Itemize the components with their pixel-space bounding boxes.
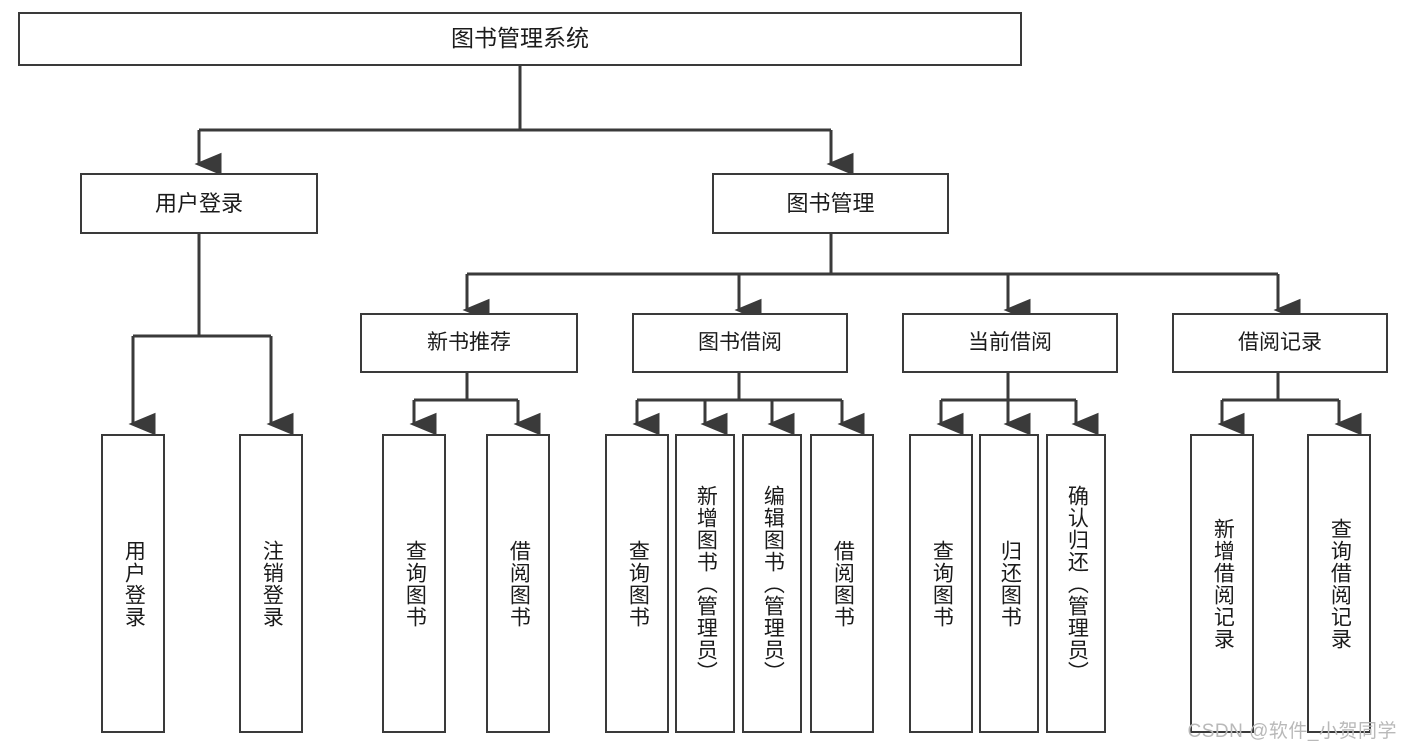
node-label: 用户登录 xyxy=(154,190,243,216)
node-label: 新书推荐 xyxy=(427,330,511,354)
node-label: 查询借阅记录 xyxy=(1328,517,1352,650)
node-label: 当前借阅 xyxy=(968,330,1052,354)
node-current-borrow[interactable]: 当前借阅 xyxy=(902,313,1118,373)
node-label: 查询图书 xyxy=(930,539,954,628)
leaf-query-borrow-record[interactable]: 查询借阅记录 xyxy=(1307,434,1371,733)
leaf-return-books[interactable]: 归还图书 xyxy=(979,434,1039,733)
node-label: 新增借阅记录 xyxy=(1211,517,1235,650)
node-label: 编辑图书（管理员） xyxy=(761,484,785,683)
leaf-borrow-books-recommend[interactable]: 借阅图书 xyxy=(486,434,550,733)
leaf-query-books-borrow[interactable]: 查询图书 xyxy=(605,434,669,733)
node-label: 新增图书（管理员） xyxy=(694,484,718,683)
node-label: 借阅图书 xyxy=(507,539,531,628)
node-label: 借阅记录 xyxy=(1238,330,1322,354)
leaf-confirm-return-admin[interactable]: 确认归还（管理员） xyxy=(1046,434,1106,733)
leaf-query-books-current[interactable]: 查询图书 xyxy=(909,434,973,733)
leaf-logout[interactable]: 注销登录 xyxy=(239,434,303,733)
node-label: 图书借阅 xyxy=(698,330,782,354)
node-label: 查询图书 xyxy=(626,539,650,628)
node-label: 用户登录 xyxy=(122,539,146,628)
node-book-borrow[interactable]: 图书借阅 xyxy=(632,313,848,373)
leaf-add-borrow-record[interactable]: 新增借阅记录 xyxy=(1190,434,1254,733)
node-label: 注销登录 xyxy=(260,539,284,628)
node-label: 查询图书 xyxy=(403,539,427,628)
leaf-user-login[interactable]: 用户登录 xyxy=(101,434,165,733)
node-user-login[interactable]: 用户登录 xyxy=(80,173,318,234)
node-book-management[interactable]: 图书管理 xyxy=(712,173,949,234)
node-root-book-management-system[interactable]: 图书管理系统 xyxy=(18,12,1022,66)
csdn-watermark: CSDN @软件_小贺同学 xyxy=(1187,721,1397,742)
leaf-borrow-books-borrow[interactable]: 借阅图书 xyxy=(810,434,874,733)
leaf-add-book-admin[interactable]: 新增图书（管理员） xyxy=(675,434,735,733)
node-new-book-recommend[interactable]: 新书推荐 xyxy=(360,313,578,373)
node-label: 借阅图书 xyxy=(831,539,855,628)
node-label: 确认归还（管理员） xyxy=(1065,484,1089,683)
node-label: 归还图书 xyxy=(998,539,1022,628)
node-label: 图书管理 xyxy=(786,190,875,216)
leaf-query-books-recommend[interactable]: 查询图书 xyxy=(382,434,446,733)
leaf-edit-book-admin[interactable]: 编辑图书（管理员） xyxy=(742,434,802,733)
node-label: 图书管理系统 xyxy=(451,25,589,52)
node-borrow-record[interactable]: 借阅记录 xyxy=(1172,313,1388,373)
